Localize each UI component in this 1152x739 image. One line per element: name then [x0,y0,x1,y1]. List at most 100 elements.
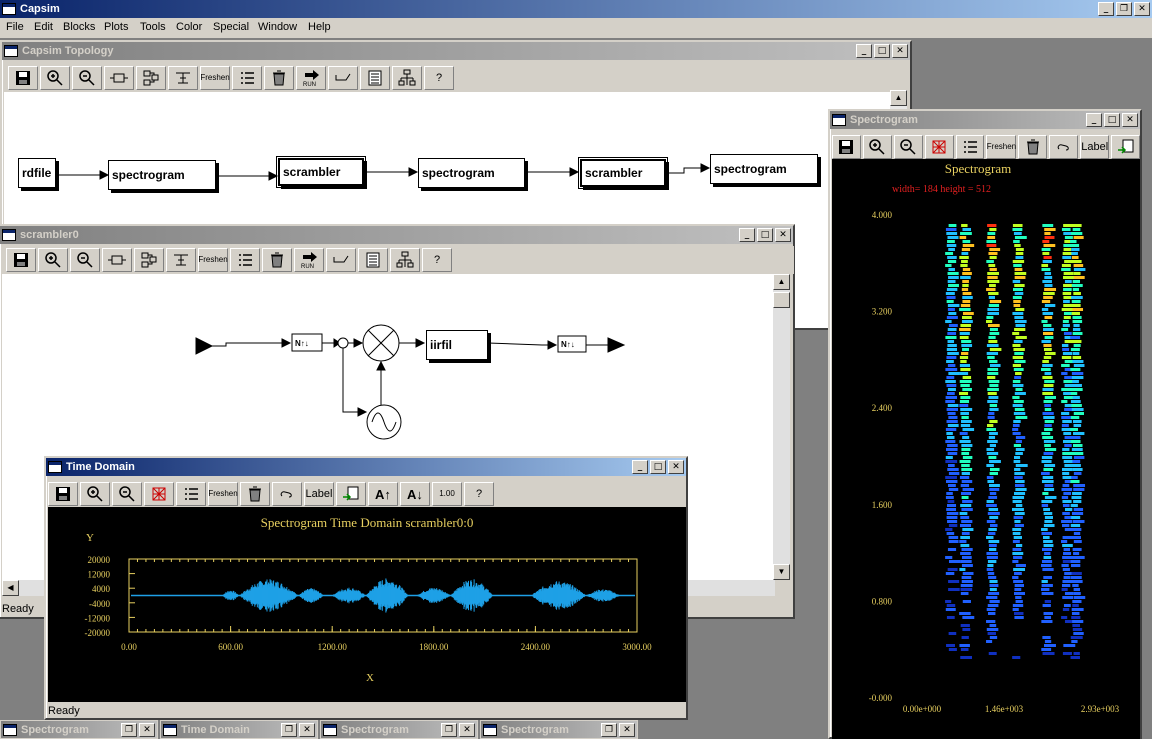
zoom-in-icon[interactable] [40,66,70,90]
close-button[interactable]: ✕ [299,723,315,737]
menu-window[interactable]: Window [258,21,298,33]
connect-icon[interactable] [166,248,196,272]
timedomain-plot[interactable]: Spectrogram Time Domain scrambler0:0YX20… [48,507,686,702]
save-icon[interactable] [48,482,78,506]
topology-scrollbar[interactable]: ▲ [890,90,907,110]
block-spectrogram-3[interactable]: spectrogram [710,154,818,184]
delete-icon[interactable] [1018,135,1048,159]
scrambler-vscrollbar[interactable]: ▲ ▼ [773,274,790,580]
document-icon[interactable] [358,248,388,272]
font-up-button[interactable]: A↑ [368,482,398,506]
minimized-spectrogram-2[interactable]: Spectrogram❐✕ [320,720,478,739]
block-rdfile[interactable]: rdfile [18,158,56,188]
save-icon[interactable] [6,248,36,272]
export-icon[interactable] [336,482,366,506]
connect-icon[interactable] [168,66,198,90]
minimize-button[interactable]: _ [1086,113,1102,127]
zoom-out-icon[interactable] [893,135,923,159]
minimized-spectrogram-3[interactable]: Spectrogram❐✕ [480,720,638,739]
label-button[interactable]: Label [304,482,334,506]
save-icon[interactable] [8,66,38,90]
block-iirfil[interactable]: iirfil [426,330,488,360]
minimized-spectrogram-1[interactable]: Spectrogram❐✕ [0,720,158,739]
hierarchy-icon[interactable] [392,66,422,90]
block-icon[interactable] [102,248,132,272]
minimize-button[interactable]: _ [1098,2,1114,16]
close-button[interactable]: ✕ [775,228,791,242]
list-icon[interactable] [232,66,262,90]
scroll-down-icon[interactable]: ▼ [773,564,790,580]
nblock-2[interactable]: N↑↓ [561,340,575,349]
link-icon[interactable] [1049,135,1079,159]
zoom-in-icon[interactable] [862,135,892,159]
block-scrambler-2[interactable]: scrambler [578,157,668,189]
list-icon[interactable] [176,482,206,506]
maximize-button[interactable]: □ [874,44,890,58]
maximize-button[interactable]: □ [650,460,666,474]
scroll-up-icon[interactable]: ▲ [773,274,790,290]
close-button[interactable]: ✕ [139,723,155,737]
minimize-button[interactable]: _ [632,460,648,474]
help-button[interactable]: ? [422,248,452,272]
block-icon[interactable] [104,66,134,90]
galaxy-icon[interactable] [134,248,164,272]
delete-icon[interactable] [262,248,292,272]
freshen-button[interactable]: Freshen [200,66,230,90]
scroll-up-icon[interactable]: ▲ [890,90,907,106]
restore-button[interactable]: ❐ [441,723,457,737]
probe-icon[interactable] [328,66,358,90]
run-button[interactable]: RUN [294,248,324,272]
galaxy-icon[interactable] [136,66,166,90]
close-button[interactable]: ✕ [668,460,684,474]
zoom-out-icon[interactable] [112,482,142,506]
minimize-button[interactable]: _ [856,44,872,58]
probe-icon[interactable] [326,248,356,272]
scroll-left-icon[interactable]: ◀ [2,580,19,596]
maximize-button[interactable]: □ [1104,113,1120,127]
minimized-timedomain[interactable]: Time Domain❐✕ [160,720,318,739]
restore-button[interactable]: ❐ [281,723,297,737]
zoom-out-icon[interactable] [70,248,100,272]
label-button[interactable]: Label [1080,135,1110,159]
scroll-thumb[interactable] [773,292,790,308]
minimize-button[interactable]: _ [739,228,755,242]
close-button[interactable]: ✕ [892,44,908,58]
run-button[interactable]: RUN [296,66,326,90]
menu-edit[interactable]: Edit [34,21,53,33]
restore-button[interactable]: ❐ [601,723,617,737]
zoom-in-icon[interactable] [80,482,110,506]
freshen-button[interactable]: Freshen [208,482,238,506]
restore-button[interactable]: ❐ [1116,2,1132,16]
menu-special[interactable]: Special [213,21,250,33]
close-button[interactable]: ✕ [1122,113,1138,127]
menu-blocks[interactable]: Blocks [63,21,96,33]
zoom-out-icon[interactable] [72,66,102,90]
grid-icon[interactable] [144,482,174,506]
zoom-in-icon[interactable] [38,248,68,272]
block-spectrogram-2[interactable]: spectrogram [418,158,525,188]
help-button[interactable]: ? [424,66,454,90]
save-icon[interactable] [832,135,861,159]
export-icon[interactable] [1111,135,1140,159]
link-icon[interactable] [272,482,302,506]
delete-icon[interactable] [240,482,270,506]
close-button[interactable]: ✕ [619,723,635,737]
list-icon[interactable] [955,135,985,159]
font-down-button[interactable]: A↓ [400,482,430,506]
grid-icon[interactable] [924,135,954,159]
freshen-button[interactable]: Freshen [986,135,1017,159]
menu-color[interactable]: Color [176,21,203,33]
delete-icon[interactable] [264,66,294,90]
hierarchy-icon[interactable] [390,248,420,272]
menu-tools[interactable]: Tools [140,21,166,33]
block-spectrogram-1[interactable]: spectrogram [108,160,216,190]
menu-help[interactable]: Help [308,21,331,33]
close-button[interactable]: ✕ [1134,2,1150,16]
nblock-1[interactable]: N↑↓ [295,339,309,348]
scale-button[interactable]: 1.00 [432,482,462,506]
block-scrambler-1[interactable]: scrambler [276,156,366,188]
help-button[interactable]: ? [464,482,494,506]
list-icon[interactable] [230,248,260,272]
document-icon[interactable] [360,66,390,90]
